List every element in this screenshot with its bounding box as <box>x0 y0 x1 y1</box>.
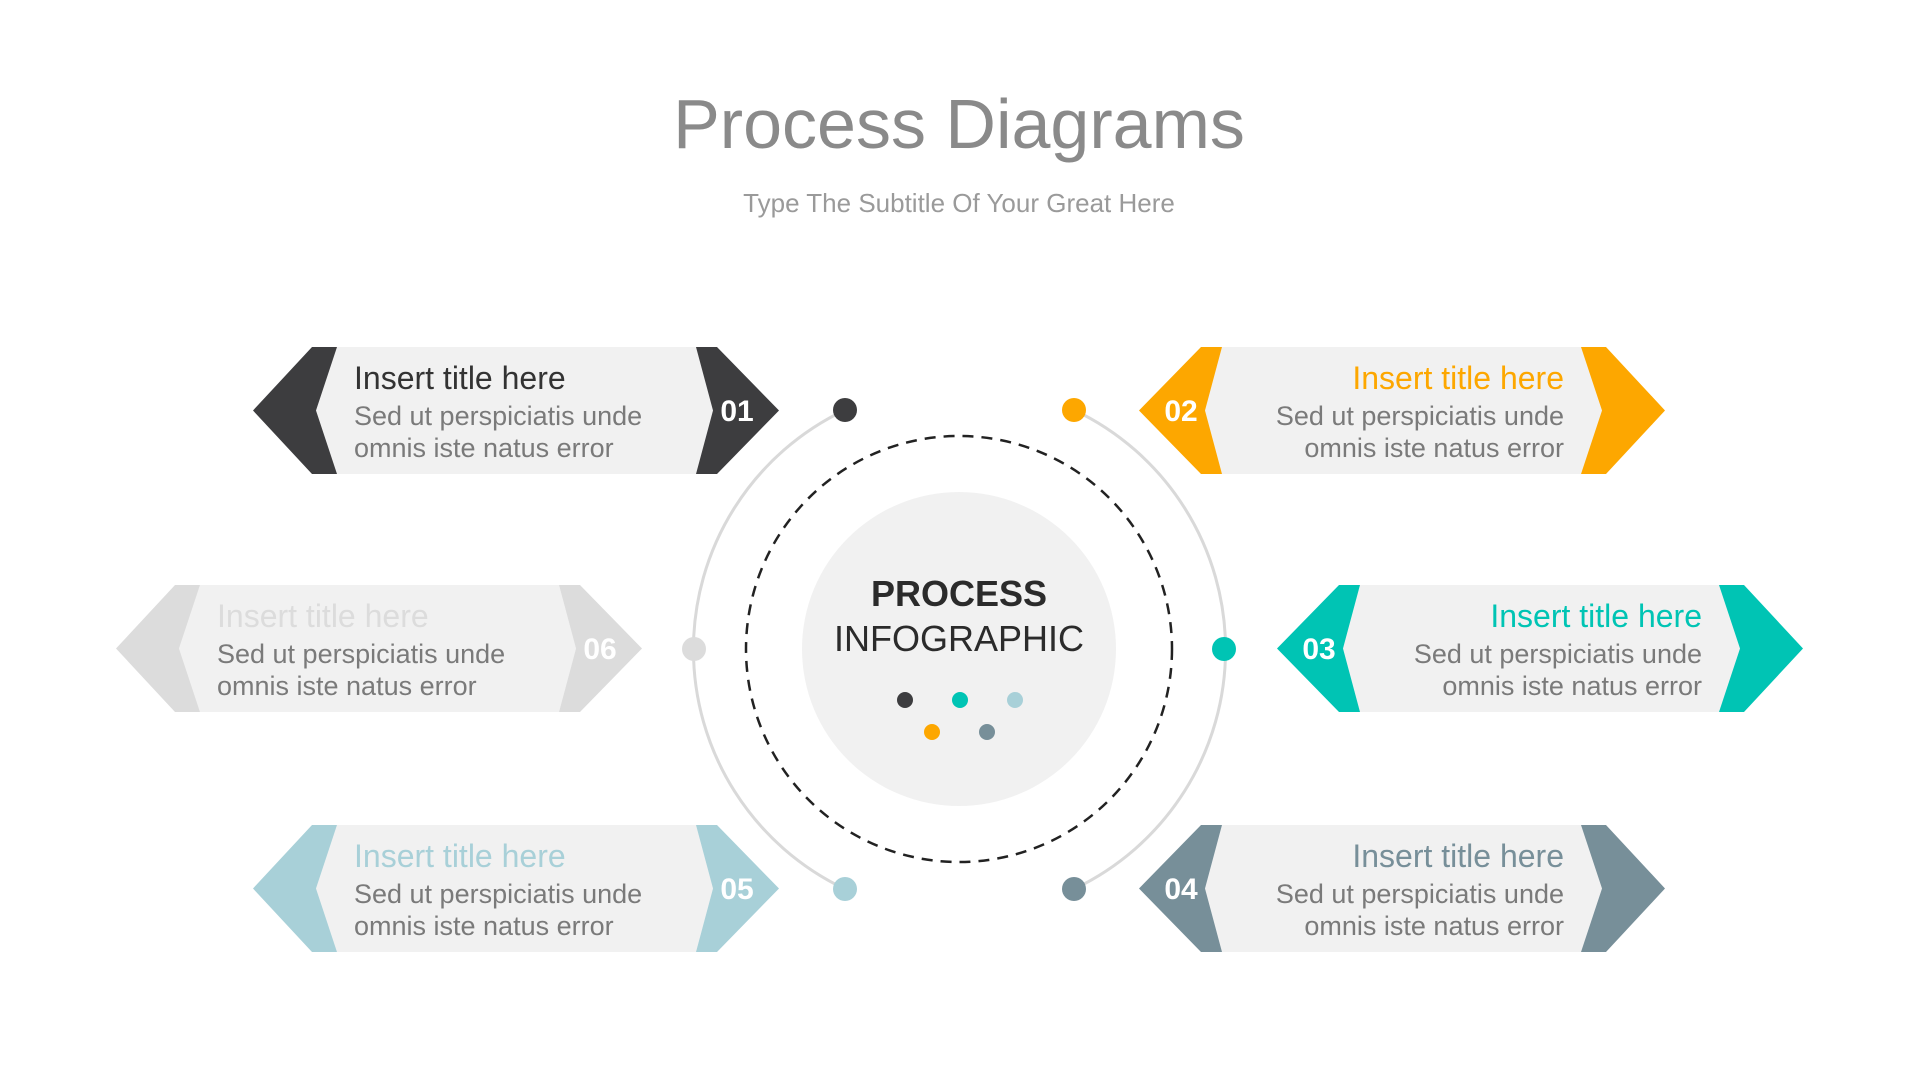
step-shape <box>253 825 779 952</box>
connector-dot-06 <box>682 637 706 661</box>
connector-dot-04 <box>1062 877 1086 901</box>
step-number: 06 <box>583 633 616 666</box>
connector-dot-01 <box>833 398 857 422</box>
step-description-line: Sed ut perspiciatis unde <box>1276 879 1564 909</box>
left-chevron <box>116 585 200 712</box>
center-title-bold: PROCESS <box>871 573 1047 614</box>
arrow-chevron <box>696 347 779 474</box>
step-title: Insert title here <box>217 598 429 634</box>
center-title: INFOGRAPHIC <box>834 618 1084 659</box>
step-number: 04 <box>1164 873 1198 906</box>
step-number: 05 <box>720 873 753 906</box>
step-shape <box>116 585 642 712</box>
step-description-line: omnis iste natus error <box>217 671 477 701</box>
step-title: Insert title here <box>1352 360 1564 396</box>
connector-dot-03 <box>1212 637 1236 661</box>
left-chevron <box>253 825 337 952</box>
mini-dot <box>979 724 995 740</box>
step-shape <box>1139 825 1665 952</box>
step-shape <box>253 347 779 474</box>
step-title: Insert title here <box>1490 598 1702 634</box>
left-chevron <box>1581 825 1665 952</box>
step-number: 01 <box>720 395 753 428</box>
step-description-line: Sed ut perspiciatis unde <box>354 879 642 909</box>
connector-dot-05 <box>833 877 857 901</box>
mini-dot <box>1007 692 1023 708</box>
connector-dots <box>682 398 1236 901</box>
center-graphic: PROCESS INFOGRAPHIC <box>692 408 1227 891</box>
connector-dot-02 <box>1062 398 1086 422</box>
left-chevron <box>1719 585 1803 712</box>
step-description-line: Sed ut perspiciatis unde <box>1276 401 1564 431</box>
step-description-line: omnis iste natus error <box>1304 433 1564 463</box>
center-circle <box>802 492 1116 806</box>
step-description-line: Sed ut perspiciatis unde <box>1414 639 1702 669</box>
dashed-circle <box>744 434 1174 864</box>
step-description-line: omnis iste natus error <box>1304 911 1564 941</box>
mini-dot <box>897 692 913 708</box>
color-dots <box>897 692 1023 740</box>
arrow-chevron <box>559 585 642 712</box>
page-subtitle: Type The Subtitle Of Your Great Here <box>743 188 1175 218</box>
step-body <box>316 347 713 474</box>
step-body <box>1343 585 1740 712</box>
step-title: Insert title here <box>354 838 566 874</box>
mini-dot <box>952 692 968 708</box>
step-number: 03 <box>1302 633 1335 666</box>
step-shape <box>1277 585 1803 712</box>
page-title: Process Diagrams <box>673 85 1245 163</box>
step-body <box>1205 825 1602 952</box>
step-title: Insert title here <box>1352 838 1564 874</box>
left-chevron <box>1581 347 1665 474</box>
step-body <box>316 825 713 952</box>
arrow-chevron <box>1139 825 1222 952</box>
step-title: Insert title here <box>354 360 566 396</box>
step-shape <box>1139 347 1665 474</box>
arrow-chevron <box>1139 347 1222 474</box>
step-description-line: Sed ut perspiciatis unde <box>217 639 505 669</box>
step-number: 02 <box>1164 395 1197 428</box>
step-description-line: omnis iste natus error <box>354 911 614 941</box>
step-description-line: omnis iste natus error <box>1442 671 1702 701</box>
left-chevron <box>253 347 337 474</box>
arrow-chevron <box>696 825 779 952</box>
step-body <box>179 585 576 712</box>
arrow-chevron <box>1277 585 1360 712</box>
step-description-line: Sed ut perspiciatis unde <box>354 401 642 431</box>
step-description-line: omnis iste natus error <box>354 433 614 463</box>
step-body <box>1205 347 1602 474</box>
mini-dot <box>924 724 940 740</box>
